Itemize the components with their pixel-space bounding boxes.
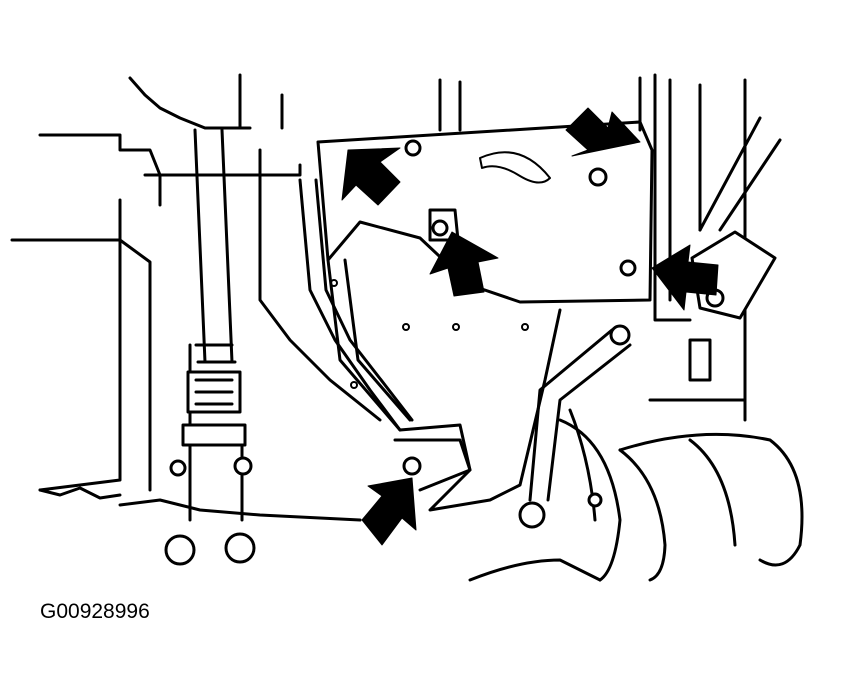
arrow-top-left-icon [341, 147, 401, 206]
arrow-top-right-icon [565, 107, 641, 157]
callout-arrows [341, 107, 719, 546]
arrow-center-icon [429, 231, 499, 297]
right-bracket [438, 73, 782, 529]
lower-housing [326, 258, 562, 512]
curved-hose [298, 178, 414, 432]
arrow-right-icon [651, 244, 719, 311]
arrow-bottom-icon [361, 477, 417, 546]
steering-shaft [164, 128, 256, 566]
figure-id-label: G00928996 [40, 600, 150, 623]
wheel-tire [468, 408, 804, 582]
